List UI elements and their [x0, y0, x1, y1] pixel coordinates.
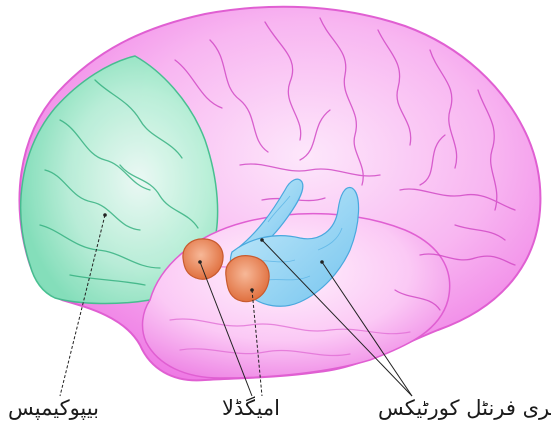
- amygdala-left: [183, 239, 223, 279]
- label-prefrontal-cortex: پری فرنٹل کورٹیکس: [378, 398, 551, 419]
- amygdala-right: [226, 256, 269, 302]
- label-hippocampus: بیپوکیمپس: [8, 398, 99, 419]
- label-amygdala: امیگڈلا: [222, 398, 280, 419]
